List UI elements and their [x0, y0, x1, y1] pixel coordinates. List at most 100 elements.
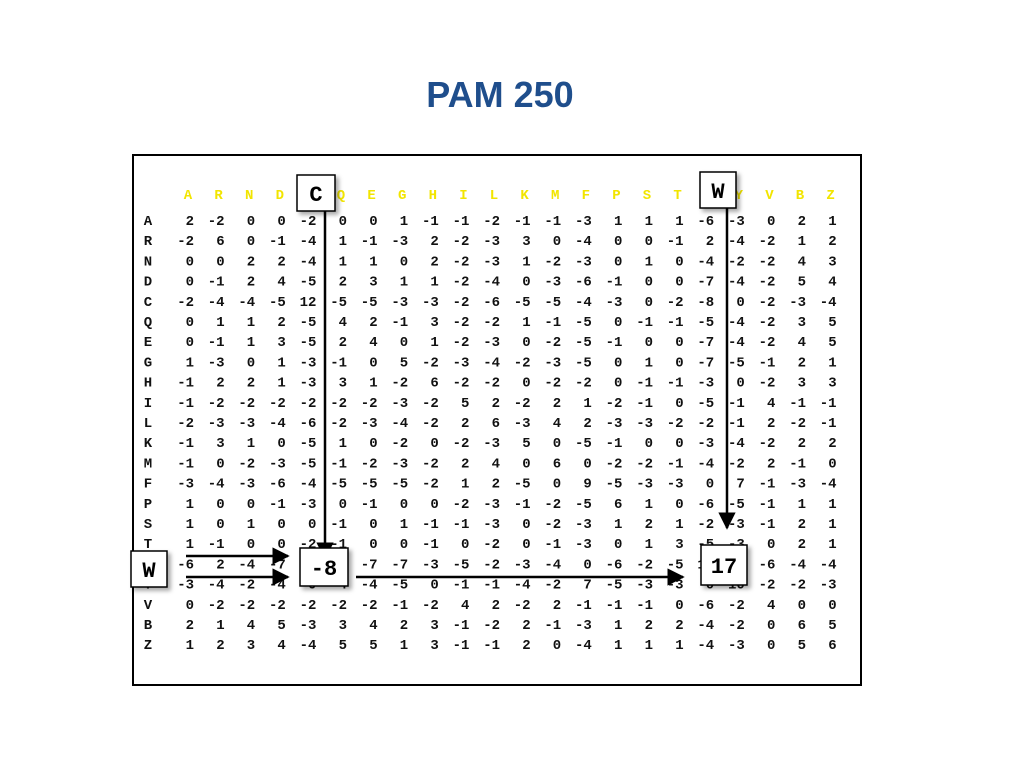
- matrix-cell: 5: [828, 335, 836, 351]
- matrix-cell: -4: [238, 557, 255, 573]
- matrix-cell: -2: [453, 275, 470, 291]
- matrix-cell: -2: [759, 275, 776, 291]
- matrix-cell: -2: [544, 254, 561, 270]
- matrix-cell: 3: [277, 335, 285, 351]
- matrix-cell: -8: [697, 295, 714, 311]
- score-w-w-label: 17: [711, 555, 737, 580]
- matrix-cell: -5: [728, 355, 745, 371]
- matrix-cell: -5: [575, 335, 592, 351]
- matrix-cell: 1: [614, 638, 622, 654]
- matrix-cell: 0: [216, 517, 224, 533]
- matrix-cell: -2: [177, 416, 194, 432]
- matrix-cell: 6: [828, 638, 836, 654]
- matrix-cell: 0: [828, 598, 836, 614]
- matrix-cell: 4: [767, 598, 775, 614]
- matrix-cell: 0: [553, 477, 561, 493]
- matrix-cell: 3: [339, 376, 347, 392]
- column-header-v: V: [765, 188, 774, 204]
- matrix-cell: 2: [828, 436, 836, 452]
- matrix-cell: 2: [645, 618, 653, 634]
- matrix-cell: -4: [728, 234, 745, 250]
- matrix-cell: -5: [269, 295, 286, 311]
- matrix-cell: -1: [759, 355, 776, 371]
- matrix-cell: 0: [675, 275, 683, 291]
- matrix-cell: 1: [430, 275, 438, 291]
- matrix-cell: -2: [759, 578, 776, 594]
- matrix-cell: -2: [177, 295, 194, 311]
- matrix-cell: 2: [706, 234, 714, 250]
- column-header-g: G: [398, 188, 406, 204]
- callout-row-w-box: [130, 550, 168, 588]
- matrix-cell: 5: [522, 436, 530, 452]
- matrix-cell: -6: [177, 557, 194, 573]
- matrix-cell: 0: [277, 214, 285, 230]
- row-header-v: V: [144, 598, 153, 614]
- matrix-cell: 2: [522, 618, 530, 634]
- matrix-cell: -4: [697, 638, 714, 654]
- matrix-cell: -3: [483, 497, 500, 513]
- matrix-cell: 4: [339, 315, 347, 331]
- row-header-e: E: [144, 335, 152, 351]
- matrix-cell: 2: [798, 436, 806, 452]
- column-header-d: D: [276, 188, 284, 204]
- matrix-cell: -1: [422, 517, 439, 533]
- column-header-y: Y: [735, 188, 744, 204]
- matrix-cell: 2: [553, 598, 561, 614]
- matrix-cell: 1: [186, 355, 194, 371]
- matrix-cell: 1: [186, 537, 194, 553]
- matrix-cell: 0: [369, 355, 377, 371]
- matrix-cell: 0: [583, 557, 591, 573]
- matrix-cell: 0: [247, 497, 255, 513]
- matrix-cell: -4: [208, 477, 225, 493]
- matrix-cell: 1: [339, 436, 347, 452]
- matrix-cell: -4: [575, 234, 592, 250]
- matrix-cell: 1: [828, 517, 836, 533]
- matrix-cell: -5: [330, 477, 347, 493]
- matrix-cell: -1: [606, 335, 623, 351]
- matrix-cell: 1: [216, 618, 224, 634]
- matrix-cell: 3: [430, 638, 438, 654]
- matrix-cell: -1: [269, 234, 286, 250]
- matrix-cell: 5: [461, 396, 469, 412]
- matrix-cell: 1: [216, 315, 224, 331]
- matrix-cell: 0: [339, 497, 347, 513]
- matrix-cell: -4: [697, 618, 714, 634]
- matrix-cell: 0: [614, 234, 622, 250]
- matrix-cell: 2: [492, 396, 500, 412]
- column-header-p: P: [612, 188, 620, 204]
- matrix-cell: 4: [798, 335, 806, 351]
- matrix-cell: 2: [247, 254, 255, 270]
- matrix-cell: -7: [697, 355, 714, 371]
- score-w-w-box: [700, 544, 748, 586]
- matrix-cell: 2: [461, 416, 469, 432]
- matrix-cell: -2: [422, 416, 439, 432]
- matrix-cell: -4: [697, 254, 714, 270]
- matrix-cell: 0: [216, 254, 224, 270]
- matrix-cell: 4: [492, 456, 500, 472]
- matrix-cell: 0: [400, 335, 408, 351]
- matrix-cell: 5: [828, 315, 836, 331]
- matrix-cell: -1: [544, 537, 561, 553]
- callout-column-w: W: [699, 171, 737, 209]
- matrix-cell: 1: [645, 638, 653, 654]
- row-header-n: N: [144, 254, 152, 270]
- matrix-cell: 2: [277, 254, 285, 270]
- matrix-cell: 2: [247, 376, 255, 392]
- matrix-cell: 2: [798, 537, 806, 553]
- matrix-cell: -1: [361, 497, 378, 513]
- row-header-l: L: [144, 416, 152, 432]
- matrix-cell: -2: [544, 578, 561, 594]
- matrix-cell: -3: [697, 376, 714, 392]
- matrix-cell: 4: [828, 275, 836, 291]
- matrix-cell: -4: [208, 578, 225, 594]
- matrix-cell: -2: [208, 598, 225, 614]
- matrix-cell: 1: [828, 537, 836, 553]
- matrix-cell: -2: [391, 436, 408, 452]
- matrix-cell: 1: [645, 355, 653, 371]
- matrix-cell: 0: [186, 335, 194, 351]
- row-header-r: R: [144, 234, 153, 250]
- row-header-b: B: [144, 618, 153, 634]
- matrix-cell: -5: [575, 497, 592, 513]
- matrix-cell: 0: [614, 537, 622, 553]
